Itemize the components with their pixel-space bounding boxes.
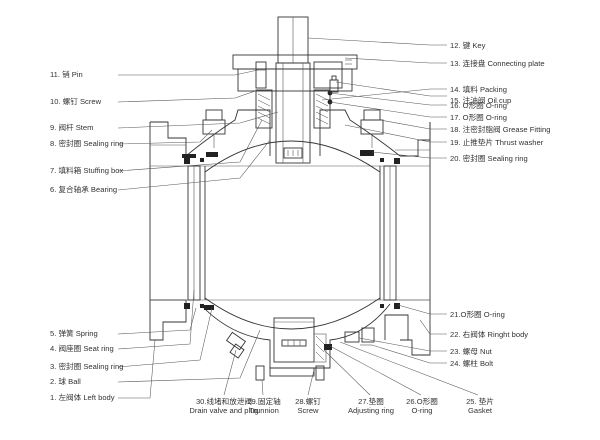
pin [255,61,267,89]
label-screw-28: 28.螺钉 Screw [288,397,328,415]
label-stuffing-box: 7. 填料箱 Stuffing box [50,166,124,175]
label-spring: 5. 弹簧 Spring [50,329,98,338]
label-right-body: 22. 右阀体 Ringht body [450,330,529,339]
seal-right-top [360,150,374,156]
label-ball: 2. 球 Ball [50,377,81,386]
seal-stem-left [206,152,218,157]
nut-bolt [344,327,375,346]
label-stem: 9. 阀杆 Stem [50,123,94,132]
stem-key [277,16,309,64]
label-oil-cup: 15. 注油阀 Oil cup [450,96,512,105]
label-adjusting-ring-cn: 27.垫圈 [358,397,384,406]
label-drain-valve-cn: 30.线堵和放泄阀 [195,397,253,406]
grease-fitting-left [202,109,226,148]
leader-lines-left [117,69,279,399]
adjusting-ring [313,333,332,363]
ball [204,140,381,330]
leader-lines-bottom [223,341,479,396]
trunnion-bolts [255,365,325,381]
packing-left [255,89,273,129]
leader-lines-right [307,37,447,364]
packing-right [313,89,333,129]
label-gasket-cn: 25. 垫片 [466,397,494,406]
left-body [149,121,187,341]
label-o-ring-16: 16. O形圈 O-ring [450,101,507,110]
drain-valve [225,331,247,359]
label-connecting-plate: 13. 连接盘 Connecting plate [450,59,545,68]
label-nut: 23. 螺母 Nut [450,347,492,356]
body-dome-top [185,109,271,157]
trunnion [273,317,315,363]
label-sealing-ring-8: 8. 密封圈 Sealing ring [50,139,124,148]
label-screw-28-cn: 28.螺钉 [295,397,321,406]
connecting-plate [232,54,358,92]
label-thrust-washer: 19. 止推垫片 Thrust washer [450,138,544,147]
label-drain-valve: 30.线堵和放泄阀 Drain valve and plug [178,397,270,415]
oil-cup [329,75,339,93]
label-adjusting-ring: 27.垫圈 Adjusting ring [340,397,402,415]
label-o-ring-17: 17. O形圈 O-ring [450,113,507,122]
label-sealing-ring-3: 3. 密封圈 Sealing ring [50,362,124,371]
label-gasket-en: Gasket [467,406,493,415]
label-grease-fitting: 18. 注密封脂阀 Grease Fitting [450,125,551,134]
label-trunnion-cn: 29.固定轴 [247,397,281,406]
label-gasket: 25. 垫片 Gasket [460,397,500,415]
label-key: 12. 键 Key [450,41,486,50]
label-screw-28-en: Screw [297,406,319,415]
grease-fitting-right [360,109,384,148]
label-bearing: 6. 复合轴承 Bearing [50,185,118,194]
label-trunnion: 29.固定轴 Trunnion [238,397,290,415]
label-left-body: 1. 左阀体 Left body [50,393,115,402]
left-seat-ring [184,158,204,309]
label-seat-ring: 4. 阀座圈 Seat ring [50,344,114,353]
label-screw-10: 10. 螺钉 Screw [50,97,102,106]
label-trunnion-en: Trunnion [249,406,279,415]
label-adjusting-ring-en: Adjusting ring [347,406,394,415]
stem [275,62,311,164]
label-pin: 11. 销 Pin [50,70,83,79]
right-seat-ring [380,158,400,309]
body-dome-bottom [199,303,391,369]
label-o-ring-21: 21.O形圈 O-ring [450,310,505,319]
label-bolt: 24. 螺柱 Bolt [450,359,494,368]
label-o-ring-26-cn: 26.O形圈 [406,397,438,406]
label-drain-valve-en: Drain valve and plug [189,406,259,415]
label-o-ring-26: 26.O形圈 O-ring [402,397,442,415]
seal-left-bottom [204,305,214,310]
label-sealing-ring-20: 20. 密封圈 Sealing ring [450,154,528,163]
label-o-ring-26-en: O-ring [411,406,433,415]
label-packing: 14. 填料 Packing [450,85,507,94]
right-body [384,122,431,356]
seal-left-top [182,154,196,158]
